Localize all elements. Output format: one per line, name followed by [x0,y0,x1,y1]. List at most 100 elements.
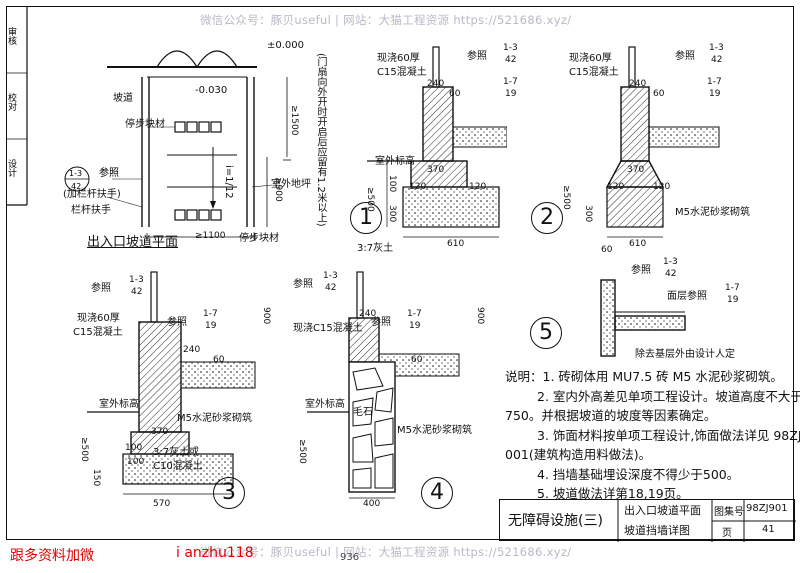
watermark-bottom: 微信公众号：豚贝useful | 网站：大猫工程资源 https://52168… [200,545,572,559]
title-sub1: 出入口坡道平面 [624,504,701,517]
detail-4-ref2-page: 19 [409,321,421,331]
detail-5-ref: 参照 [631,265,651,276]
detail-1-ext-elev: 室外标高 [375,156,415,167]
detail-1-ref2-num: 1-7 [503,77,518,87]
page-number: 936 [340,552,360,563]
detail-1-d60: 60 [449,89,461,99]
detail-5-face-num: 1-7 [725,283,740,293]
detail-3-mortar: M5水泥砂浆砌筑 [177,413,252,424]
detail-3-ref2-num: 1-7 [203,309,218,319]
detail-3-d370: 370 [151,427,169,437]
side-strip-item: 校对 [7,92,17,111]
plan-handrail: 栏杆扶手 [71,205,111,216]
detail-3-ref2-page: 19 [205,321,217,331]
side-strip-item: 设计 [7,159,17,178]
side-strip-item: 审核 [7,26,17,46]
detail-2-mortar: M5水泥砂浆砌筑 [675,207,750,218]
plan-title: 出入口坡道平面 [87,235,179,250]
detail-2-d610: 610 [629,239,647,249]
detail-3-d60: 60 [213,355,225,365]
detail-2-concrete2: C15混凝土 [569,67,619,78]
note-line: 4. 挡墙基础埋设深度不得少于500。 [537,466,740,482]
detail-3-ref1-num: 1-3 [129,275,144,285]
detail-1-d610: 610 [447,239,465,249]
footer-right-text: i anzhu118 [176,545,254,561]
plan-stop-block-bottom: 停步块材 [239,233,279,244]
detail-2-d120a: 120 [607,182,625,192]
detail-1-ref: 参照 [467,51,487,62]
detail-3-ref-right: 参照 [167,317,187,328]
plan-ref-label: 参照 [99,166,119,179]
detail-4-drawing [307,271,460,499]
drawing-sheet: 审核 校对 设计 [6,6,800,542]
detail-1-d120a: 120 [409,182,427,192]
detail-5-drawing [600,279,686,357]
detail-4-d900: 900 [475,307,485,325]
detail-3-lime: 3:7灰土或 [153,447,200,458]
detail-3-number: 3 [213,477,245,509]
detail-2-ref1-num: 1-3 [709,43,724,53]
plan-ref-num: 1-3 [69,169,82,178]
note-line: 说明：1. 砖砌体用 MU7.5 砖 M5 水泥砂浆砌筑。 [505,369,783,384]
detail-1-number: 1 [350,202,382,234]
note-line: 3. 饰面材料按单项工程设计,饰面做法详见 98ZJ [537,427,800,443]
note-line: 5. 坡道做法详第18,19页。 [537,486,689,501]
detail-4-number: 4 [421,477,453,509]
detail-1-concrete: 现浇60厚 [377,53,420,64]
detail-3-d150: 150 [91,469,101,487]
detail-4-ext-elev: 室外标高 [305,399,345,410]
detail-3-d900: 900 [261,307,271,325]
detail-2-d300: 300 [583,205,593,223]
detail-3-concrete2: C15混凝土 [73,327,123,338]
footer-left-text: 跟多资料加微 [10,548,94,564]
detail-4-d400: 400 [363,499,381,509]
detail-5-ref-page: 42 [665,269,677,279]
detail-4-concrete: 现浇C15混凝土 [293,323,363,334]
detail-1-d240: 240 [427,79,445,89]
detail-4-ref1-page: 42 [325,283,337,293]
side-strip: 审核 校对 设计 [7,7,28,206]
note-line: 001(建筑构造用料做法)。 [505,447,652,462]
detail-1-drawing [367,46,507,238]
detail-4-d60: 60 [411,355,423,365]
plan-ramp-label: 坡道 [113,93,133,104]
detail-1-d120b: 120 [469,182,487,192]
detail-2-ref2-page: 19 [709,89,721,99]
title-sub2: 坡道挡墙详图 [624,524,690,537]
detail-3-ref1-page: 42 [131,287,143,297]
detail-4-mortar: M5水泥砂浆砌筑 [397,425,472,436]
title-page-label: 页 [722,528,732,539]
detail-2-d60: 60 [653,89,665,99]
plan-door-note: (门扇向外开时开启后应留有1.2米以上) [315,53,326,227]
detail-4-d240: 240 [359,309,377,319]
plan-ramp-floor: 室外地坪 [271,179,311,190]
detail-2-d500: ≥500 [561,185,571,210]
detail-3-drawing [87,271,256,495]
title-set-value: 98ZJ901 [746,503,788,514]
detail-5-face-ref: 面层参照 [667,291,707,302]
plan-dim-900: ≥900 [273,177,283,202]
notes-block: 说明：1. 砖砌体用 MU7.5 砖 M5 水泥砂浆砌筑。 2. 室内外高差见单… [505,367,800,504]
detail-1-d370: 370 [427,165,445,175]
detail-5-ref-num: 1-3 [663,257,678,267]
plan-slope: i=1/12 [223,165,234,199]
detail-3-lime2: C10混凝土 [153,461,203,472]
detail-3-d100a: 100 [125,443,143,453]
detail-1-d100: 100 [387,175,397,193]
detail-2-d370: 370 [627,165,645,175]
detail-3-d570: 570 [153,499,171,509]
detail-3-concrete: 现浇60厚 [77,313,120,324]
detail-4-stone: 毛石 [353,407,373,418]
detail-2-ref2-num: 1-7 [707,77,722,87]
title-page-value: 41 [762,524,775,535]
detail-5-face-page: 19 [727,295,739,305]
detail-3-d500: ≥500 [79,437,89,462]
detail-3-d240: 240 [183,345,201,355]
plan-dim-1100: ≥1100 [195,231,226,241]
detail-1-d500: ≥500 [365,187,375,212]
detail-4-d500: ≥500 [297,439,307,464]
detail-5-number: 5 [530,317,562,349]
detail-1-lime: 3:7灰土 [357,243,394,254]
detail-3-ext-elev: 室外标高 [99,399,139,410]
plan-elev-top: ±0.000 [267,40,305,51]
